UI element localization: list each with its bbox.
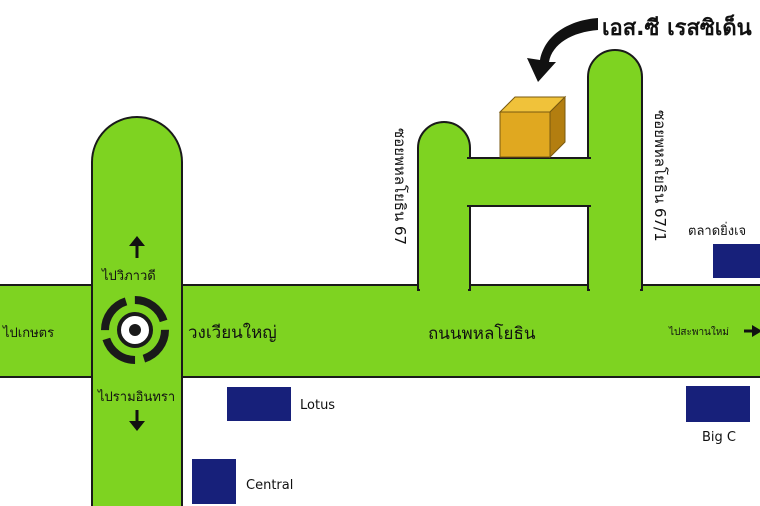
market-block — [713, 244, 760, 278]
arrow-right-icon — [744, 325, 760, 337]
market-label: ตลาดยิ่งเจ — [688, 224, 747, 239]
direction-up-label: ไปวิภาวดี — [102, 269, 156, 284]
direction-right-label: ไปสะพานใหม่ — [669, 327, 729, 338]
lotus-block — [227, 387, 291, 421]
arrow-down-icon — [129, 410, 145, 431]
soi-67-label: ซอยพหลโยธิน 67 — [391, 128, 409, 246]
bigc-block — [686, 386, 750, 422]
direction-down-label: ไปรามอินทรา — [98, 390, 176, 405]
circle-label: วงเวียนใหญ่ — [188, 323, 277, 343]
central-block — [192, 459, 236, 504]
direction-left-label: ไปเกษตร — [3, 326, 55, 341]
main-road-label: ถนนพหลโยธิน — [428, 324, 536, 344]
lotus-label: Lotus — [300, 398, 336, 413]
destination-building-icon — [498, 95, 567, 159]
bigc-label: Big C — [702, 430, 736, 445]
arrow-up-icon — [129, 236, 145, 258]
roundabout-icon — [101, 296, 169, 364]
soi-67-road — [417, 121, 471, 291]
pointer-arrow-icon — [527, 18, 598, 82]
soi-67-1-label: ซอยพหลโยธิน 67/1 — [651, 110, 669, 242]
destination-label: เอส.ซี เรสซิเด็น — [602, 16, 752, 41]
central-label: Central — [246, 478, 294, 493]
